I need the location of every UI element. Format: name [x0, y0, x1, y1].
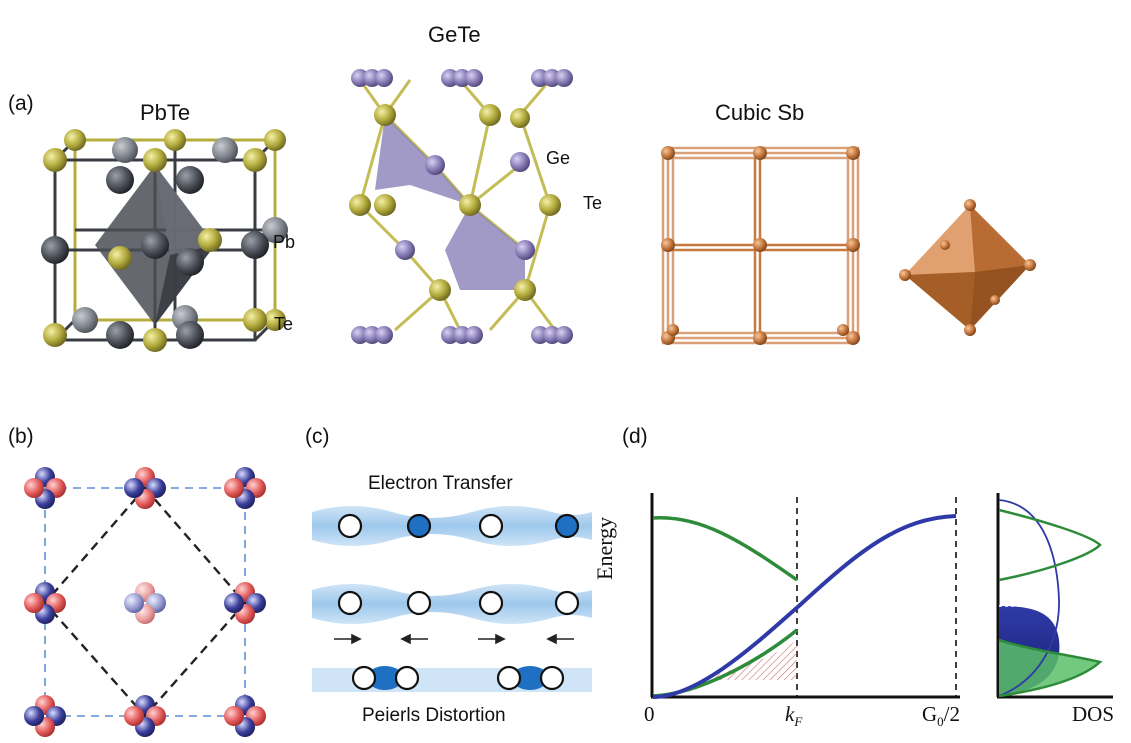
orbital-6 [24, 695, 66, 737]
orbital-lobe [24, 478, 44, 498]
energy-axis-label: Energy [592, 516, 617, 580]
dos-blue-curve [998, 499, 1060, 697]
free-electron-band [652, 514, 957, 699]
x-tick-g0-tail: /2 [943, 702, 961, 726]
pbte-atom-te-label: Te [274, 314, 294, 334]
gete-title: GeTe [428, 22, 481, 47]
orbital-lobe [24, 706, 44, 726]
electron-transfer-label: Electron Transfer [368, 473, 513, 494]
panel-a-label: (a) [8, 92, 34, 115]
upper-band-green [652, 516, 799, 582]
orbital-4 [124, 582, 166, 624]
x-tick-g0-sub: 0 [937, 714, 944, 730]
orbital-lobe [224, 593, 244, 613]
gete-atom-te-label: Te [583, 193, 603, 213]
gete-octahedron-2 [445, 205, 525, 290]
pbte-title: PbTe [140, 100, 191, 125]
orbital-lobe [124, 593, 144, 613]
orbital-0 [24, 467, 66, 509]
orbital-7 [124, 695, 166, 737]
sb-cubic-lattice [661, 146, 860, 345]
chain-diagram [312, 506, 592, 692]
panel-b-label: (b) [8, 425, 34, 448]
pbte-structure [41, 129, 288, 352]
x-tick-g0-g: G [922, 702, 938, 726]
x-tick-zero: 0 [644, 702, 655, 726]
sb-title: Cubic Sb [715, 100, 805, 125]
sb-octahedron [899, 199, 1036, 336]
panel-c-label: (c) [305, 425, 330, 448]
unit-cell-diamond [43, 486, 247, 718]
gete-octahedron-1 [375, 115, 470, 205]
x-tick-kf-sub: F [794, 714, 803, 730]
chain-electron-transfer [312, 506, 592, 546]
energy-gain-hatch [700, 640, 797, 680]
orbital-lobe [124, 478, 144, 498]
orbital-8 [224, 695, 266, 737]
orbital-2 [224, 467, 266, 509]
x-tick-kf: kF [785, 702, 802, 730]
orbital-5 [224, 582, 266, 624]
band-plot [650, 493, 960, 699]
orbital-lobe [24, 593, 44, 613]
orbital-lobe [224, 478, 244, 498]
panel-d-label: (d) [622, 425, 648, 448]
x-tick-g0: G0/2 [922, 702, 960, 730]
peierls-distortion-label: Peierls Distortion [362, 705, 506, 726]
orbital-set [24, 467, 266, 737]
orbital-lobe [124, 706, 144, 726]
pbte-atom-pb-label: Pb [273, 232, 296, 252]
gete-structure [349, 69, 573, 344]
orbital-1 [124, 467, 166, 509]
distortion-arrows [334, 633, 574, 645]
dos-axis-label: DOS [1072, 702, 1115, 726]
dos-green-upper [998, 508, 1102, 582]
chain-undistorted [312, 584, 592, 624]
x-tick-kf-k: k [785, 702, 795, 726]
gete-atom-ge-label: Ge [546, 148, 571, 168]
dos-plot [996, 493, 1113, 699]
orbital-3 [24, 582, 66, 624]
orbital-lobe [224, 706, 244, 726]
